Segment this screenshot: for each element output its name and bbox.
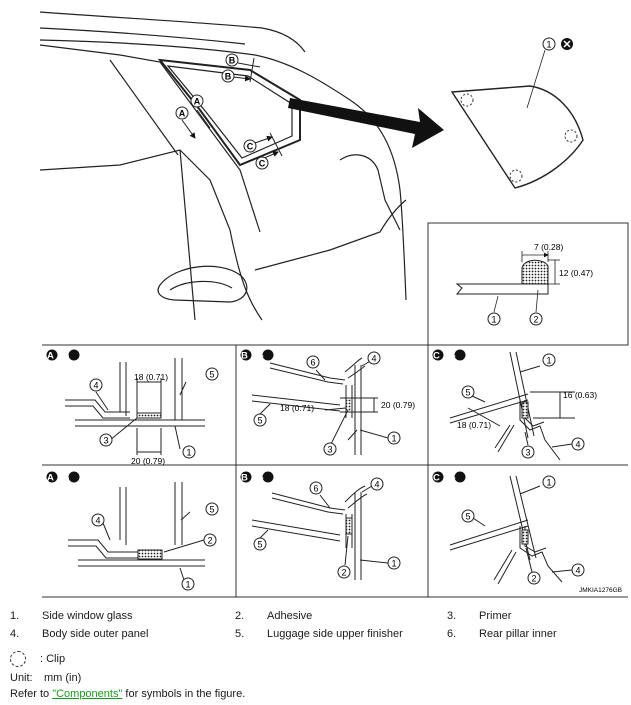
panel-title-cc-2: C - C: [433, 473, 480, 484]
callout-1: 1: [546, 478, 551, 488]
section-grid: [42, 344, 628, 598]
callout-3: 3: [103, 436, 108, 446]
callout-5: 5: [465, 388, 470, 398]
adhesive-detail: [455, 251, 560, 326]
callout-1: 1: [391, 559, 396, 569]
unit-note: Unit:mm (in): [10, 672, 82, 684]
callout-4: 4: [371, 354, 376, 364]
side-window-glass-shape: [450, 37, 584, 189]
callout-1-top: 1: [546, 40, 551, 50]
callout-5: 5: [465, 512, 470, 522]
callout-1: 1: [391, 434, 396, 444]
callout-b-upper: B: [229, 56, 236, 66]
dim-adhesive-width: 7 (0.28): [534, 242, 563, 252]
callout-1: 1: [185, 580, 190, 590]
section-marker-b: [221, 53, 261, 83]
dim-cc-left: 18 (0.71): [457, 420, 491, 430]
figure-code: JMKIA1276GB: [579, 587, 622, 594]
panel-title-cc-1: C - C: [433, 351, 480, 362]
parts-legend: 1.Side window glass 2.Adhesive 3.Primer …: [10, 610, 625, 646]
callout-3: 3: [525, 448, 530, 458]
callout-5: 5: [257, 416, 262, 426]
legend-item: 1.Side window glass: [10, 610, 133, 622]
callout-5: 5: [257, 540, 262, 550]
clip-legend: : Clip: [10, 651, 65, 667]
section-marker-a: [175, 94, 211, 139]
callout-2: 2: [341, 568, 346, 578]
callout-2: 2: [207, 536, 212, 546]
callout-6: 6: [310, 358, 315, 368]
glass-installation-figure: A A B B C C 1: [39, 11, 629, 598]
components-link[interactable]: "Components": [52, 688, 123, 700]
panel-title-bb-2: B - B: [241, 473, 288, 484]
callout-5: 5: [209, 505, 214, 515]
callout-c-lower: C: [259, 159, 266, 169]
dim-adhesive-height: 12 (0.47): [559, 268, 593, 278]
dim-aa-bottom: 20 (0.79): [131, 456, 165, 466]
callout-4: 4: [95, 516, 100, 526]
callout-4: 4: [374, 480, 379, 490]
callout-3: 3: [327, 445, 332, 455]
clip-icon: [564, 129, 578, 143]
callout-5: 5: [209, 370, 214, 380]
callout-2-detail: 2: [533, 315, 538, 325]
section-cc-primer: [449, 351, 585, 461]
callout-6: 6: [313, 484, 318, 494]
panel-title-bb-1: B - B: [241, 351, 288, 362]
legend-item: 6.Rear pillar inner: [447, 628, 557, 640]
dim-bb-left: 18 (0.71): [280, 403, 314, 413]
clip-icon: [10, 651, 26, 667]
callout-1: 1: [546, 356, 551, 366]
dim-aa-top: 18 (0.71): [134, 372, 168, 382]
legend-item: 3.Primer: [447, 610, 512, 622]
callout-2: 2: [531, 574, 536, 584]
callout-4: 4: [93, 381, 98, 391]
panel-title-aa-2: A - A: [47, 473, 93, 484]
section-cc-adhesive: [449, 475, 585, 585]
legend-item: 2.Adhesive: [235, 610, 313, 622]
section-bb-primer: [251, 351, 401, 456]
clip-icon: [460, 93, 474, 107]
panel-title-aa-1: A - A: [47, 351, 93, 362]
callout-a-lower: A: [179, 109, 186, 119]
legend-item: 5.Luggage side upper finisher: [235, 628, 403, 640]
clip-icon: [509, 169, 523, 183]
dim-cc-right: 16 (0.63): [563, 390, 597, 400]
refer-note: Refer to "Components" for symbols in the…: [10, 688, 246, 700]
callout-c-upper: C: [247, 142, 254, 152]
callout-4: 4: [575, 566, 580, 576]
callout-4: 4: [575, 440, 580, 450]
section-marker-c: [243, 132, 283, 170]
section-aa-adhesive: [68, 482, 219, 591]
callout-a-upper: A: [194, 97, 201, 107]
callout-b-lower: B: [225, 72, 232, 82]
dim-bb-right: 20 (0.79): [381, 400, 415, 410]
section-bb-adhesive: [251, 477, 401, 580]
callout-1: 1: [186, 448, 191, 458]
pointer-arrow: [288, 98, 444, 148]
callout-1-detail: 1: [491, 315, 496, 325]
vehicle-rear-quarter-illustration: [39, 11, 407, 321]
clip-label: : Clip: [40, 652, 66, 665]
panel-header-markers: [46, 349, 466, 483]
legend-item: 4.Body side outer panel: [10, 628, 149, 640]
section-aa-primer: [65, 358, 219, 459]
